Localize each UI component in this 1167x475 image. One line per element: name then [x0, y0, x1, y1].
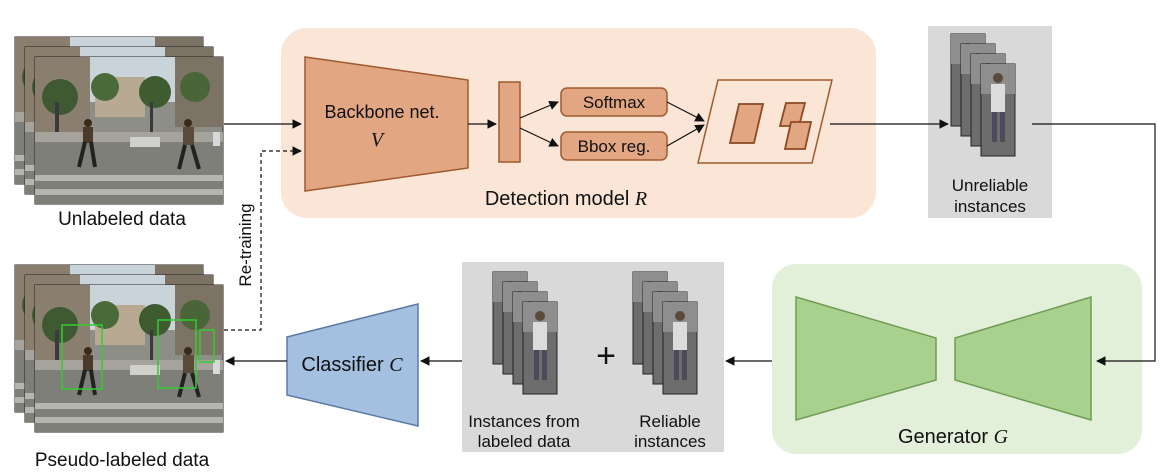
generator-title-variable: G [994, 426, 1009, 448]
detection-model-title: Detection model R [485, 188, 647, 210]
retraining-label: Re-training [236, 203, 255, 286]
classifier-trapezoid [286, 303, 419, 427]
labeled-instances-line2: labeled data [478, 432, 571, 451]
detection-title-prefix: Detection model [485, 188, 635, 210]
detection-title-variable: R [634, 188, 647, 210]
classifier-title: Classifier C [301, 354, 403, 376]
generator-encoder-trapezoid [795, 295, 937, 421]
reliable-instances-line1: Reliable [639, 412, 700, 431]
plus-sign: + [596, 337, 616, 375]
softmax-label: Softmax [583, 93, 646, 112]
generator-title: Generator G [898, 426, 1009, 448]
bbox-far [199, 329, 215, 363]
output-box-shape-3 [783, 121, 813, 150]
generator-decoder-trapezoid [954, 295, 1092, 422]
feature-block [498, 81, 521, 163]
classifier-title-variable: C [389, 354, 403, 376]
unreliable-label-line1: Unreliable [952, 176, 1029, 195]
arrow-feature-to-softmax [519, 100, 559, 119]
arrow-softmax-to-output [666, 101, 705, 122]
unreliable-label-line2: instances [954, 197, 1026, 216]
classifier-title-prefix: Classifier [301, 354, 389, 376]
backbone-variable: V [371, 129, 386, 151]
arrow-feature-to-bbox [519, 127, 559, 147]
arrow-bbox-to-output [666, 124, 705, 147]
arrow-unreliable-to-generator [1032, 123, 1156, 366]
reliable-instances-line2: instances [634, 432, 706, 451]
bbox-regression-label: Bbox reg. [578, 137, 651, 156]
pseudo-labeled-data-caption: Pseudo-labeled data [35, 450, 210, 471]
pseudo-labeled-data-stack [13, 263, 225, 434]
arrow-retraining-dashed [224, 146, 302, 331]
output-box-shape-1 [728, 103, 765, 144]
bbox-left [61, 324, 103, 390]
bbox-right [157, 319, 197, 389]
labeled-instances-line1: Instances from [468, 412, 580, 431]
backbone-label: Backbone net. [324, 102, 439, 122]
unlabeled-data-stack [13, 35, 225, 206]
backbone-network-trapezoid [304, 56, 469, 192]
unlabeled-data-caption: Unlabeled data [58, 209, 186, 230]
generator-title-prefix: Generator [898, 426, 994, 448]
